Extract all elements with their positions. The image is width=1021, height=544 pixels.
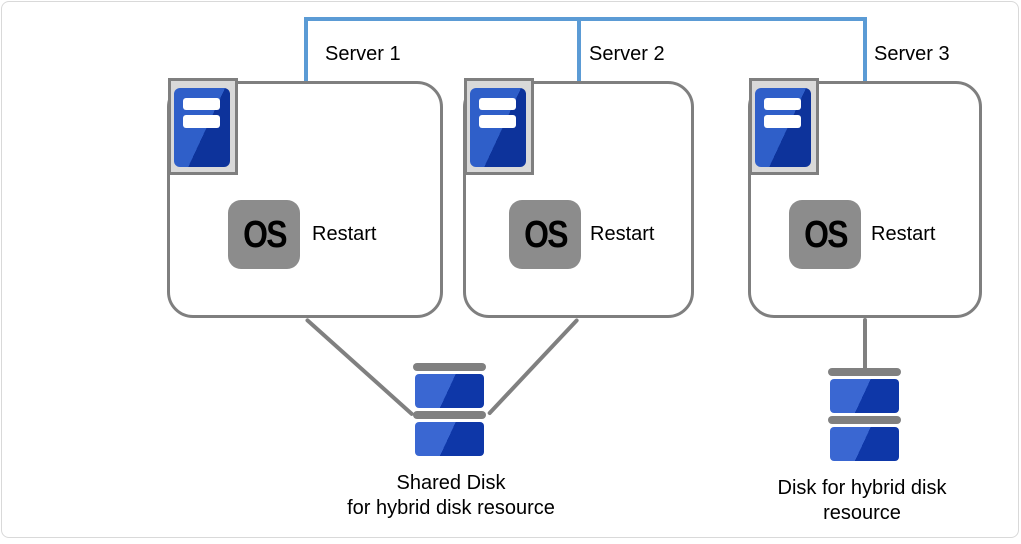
shared-disk-caption: Shared Disk for hybrid disk resource — [331, 471, 571, 521]
os-icon: OS — [789, 200, 861, 269]
tower-slot — [764, 115, 801, 128]
server1-label: Server 1 — [325, 43, 401, 65]
tower-body — [174, 88, 230, 167]
tower-body — [755, 88, 811, 167]
tower-slot — [479, 98, 516, 110]
tower-slot — [764, 98, 801, 110]
connector-server3-disk-icon — [863, 318, 867, 371]
disk-platter-cap — [413, 411, 486, 419]
server-tower-icon — [168, 78, 238, 175]
shared-disk-stack-icon — [413, 363, 486, 459]
server3-restart-label: Restart — [871, 223, 936, 245]
shared-disk-caption-line1: Shared Disk — [396, 472, 506, 494]
tower-body — [470, 88, 526, 167]
network-drop-server2-icon — [577, 17, 581, 81]
hybrid-disk-stack-icon — [828, 368, 901, 464]
server1-restart-label: Restart — [312, 223, 377, 245]
os-icon: OS — [228, 200, 300, 269]
server2-box: OS Restart — [463, 78, 694, 318]
server3-label: Server 3 — [874, 43, 950, 65]
shared-disk-caption-line2: for hybrid disk resource — [347, 497, 555, 519]
server1-box: OS Restart — [167, 78, 443, 318]
server3-box: OS Restart — [748, 78, 982, 318]
server2-restart-label: Restart — [590, 223, 655, 245]
network-line-horizontal-icon — [304, 17, 867, 21]
server2-label: Server 2 — [589, 43, 665, 65]
os-label: OS — [803, 213, 848, 256]
os-label: OS — [242, 213, 287, 256]
server-tower-icon — [749, 78, 819, 175]
hybrid-disk-caption-line1: Disk for hybrid disk — [777, 477, 947, 499]
network-drop-server1-icon — [304, 17, 308, 81]
hybrid-disk-caption: Disk for hybrid disk resource — [742, 476, 982, 526]
server-tower-icon — [464, 78, 534, 175]
tower-slot — [183, 115, 220, 128]
connector-server1-shared-disk-icon — [304, 317, 415, 417]
os-label: OS — [523, 213, 568, 256]
network-drop-server3-icon — [863, 17, 867, 81]
os-icon: OS — [509, 200, 581, 269]
disk-platter-cap — [828, 416, 901, 424]
tower-slot — [479, 115, 516, 128]
disk-platter — [830, 379, 899, 413]
disk-platter-cap — [413, 363, 486, 371]
disk-platter — [830, 427, 899, 461]
disk-platter — [415, 374, 484, 408]
connector-server2-shared-disk-icon — [486, 317, 580, 416]
disk-platter — [415, 422, 484, 456]
disk-platter-cap — [828, 368, 901, 376]
hybrid-disk-caption-line2: resource — [823, 502, 901, 524]
tower-slot — [183, 98, 220, 110]
